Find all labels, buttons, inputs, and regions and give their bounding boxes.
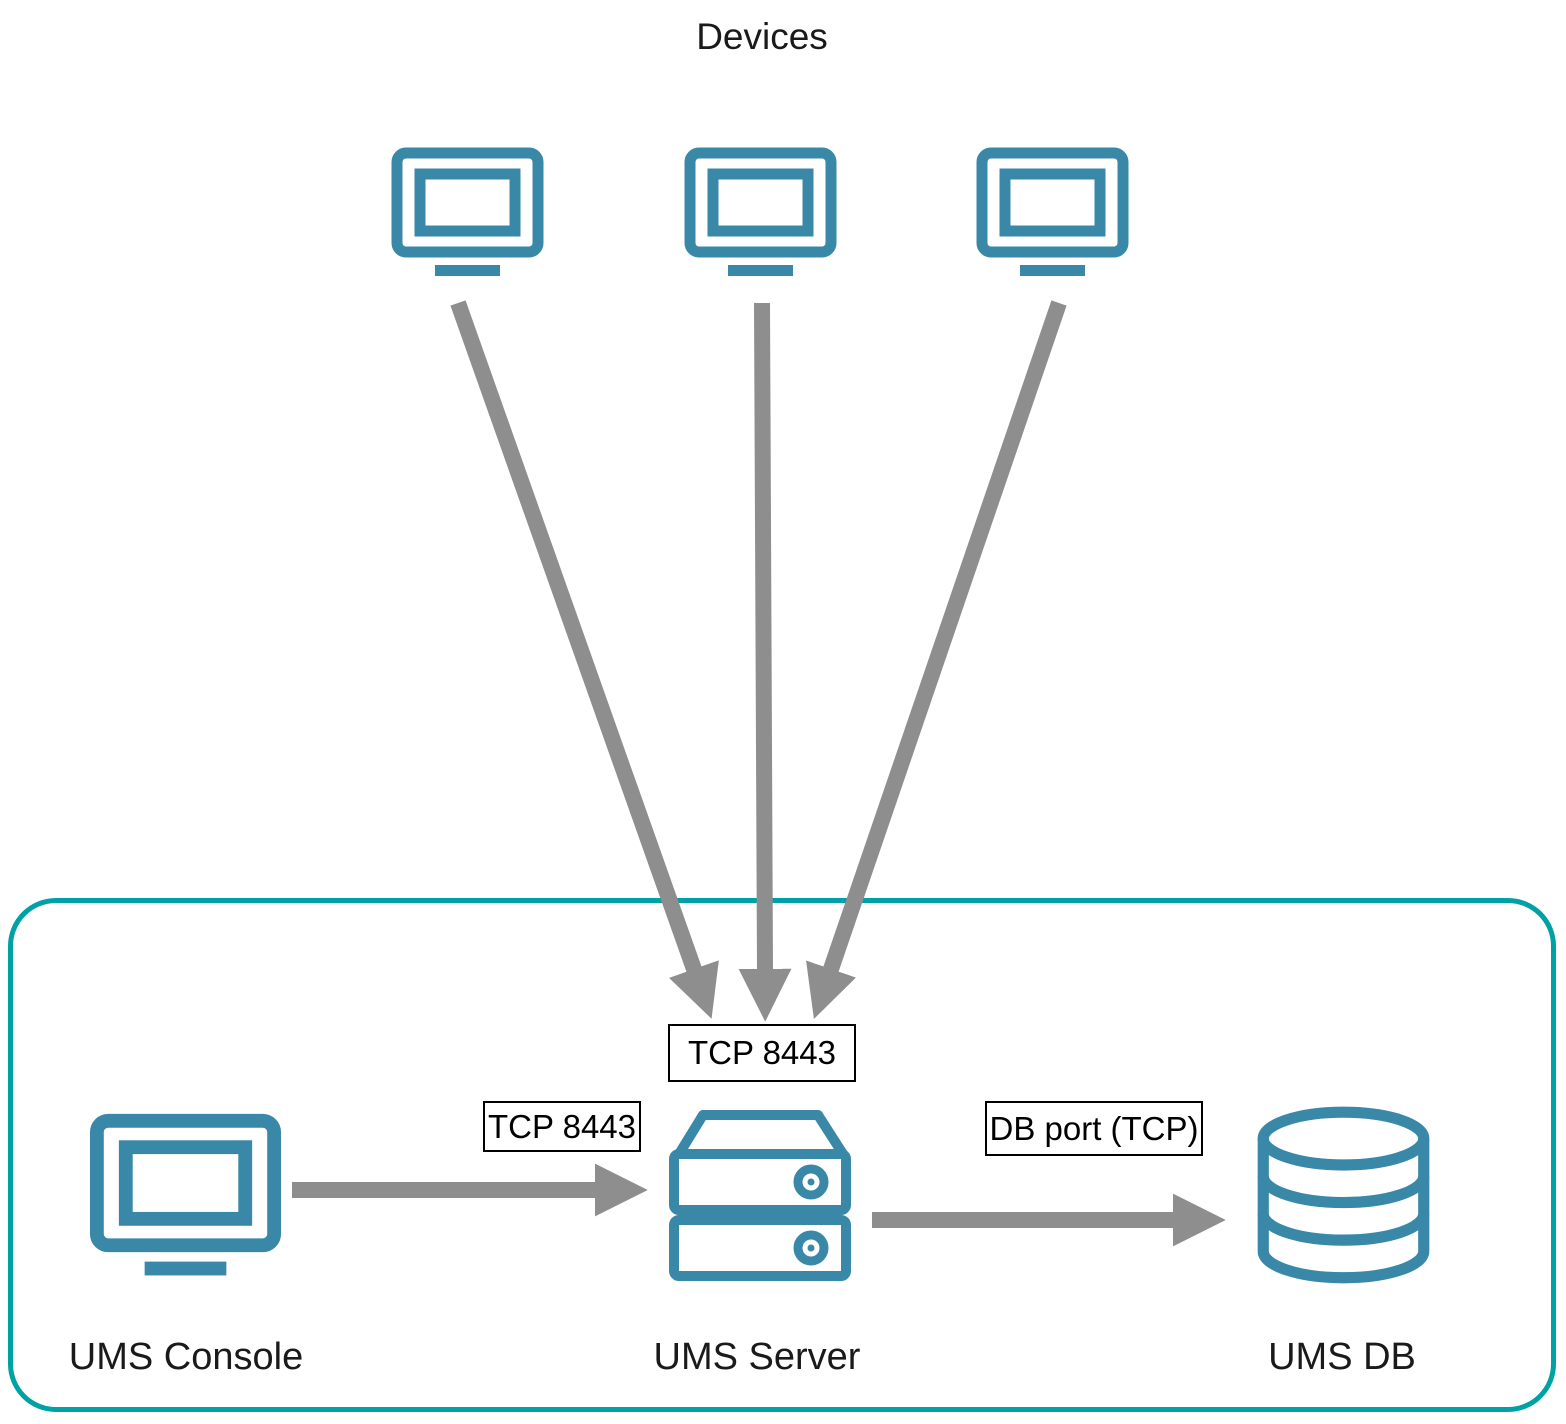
devices-group-title: Devices	[696, 16, 828, 57]
ums-console-monitor-icon	[89, 1113, 282, 1276]
device3-to-server-arrow	[806, 300, 1067, 1019]
console-to-server-port-label: TCP 8443	[483, 1101, 641, 1152]
ums-database-icon	[1257, 1106, 1430, 1284]
server-to-db-port-text: DB port (TCP)	[989, 1109, 1199, 1147]
ums-db-label: UMS DB	[1268, 1336, 1416, 1378]
device-monitor-icon	[976, 147, 1129, 276]
console-to-server-port-text: TCP 8443	[488, 1107, 636, 1145]
ums-boundary-box	[8, 898, 1556, 1412]
device2-to-server-arrow	[738, 302, 792, 1022]
ums-server-icon	[669, 1110, 851, 1281]
server-to-db-port-label: DB port (TCP)	[985, 1101, 1203, 1156]
ums-console-label: UMS Console	[68, 1336, 304, 1378]
ums-server-label: UMS Server	[653, 1336, 861, 1378]
devices-to-server-port-text: TCP 8443	[688, 1034, 836, 1071]
device-monitor-icon	[684, 147, 837, 276]
devices-to-server-port-label: TCP 8443	[668, 1024, 856, 1082]
device1-to-server-arrow	[450, 300, 719, 1019]
device-monitor-icon	[391, 147, 544, 276]
